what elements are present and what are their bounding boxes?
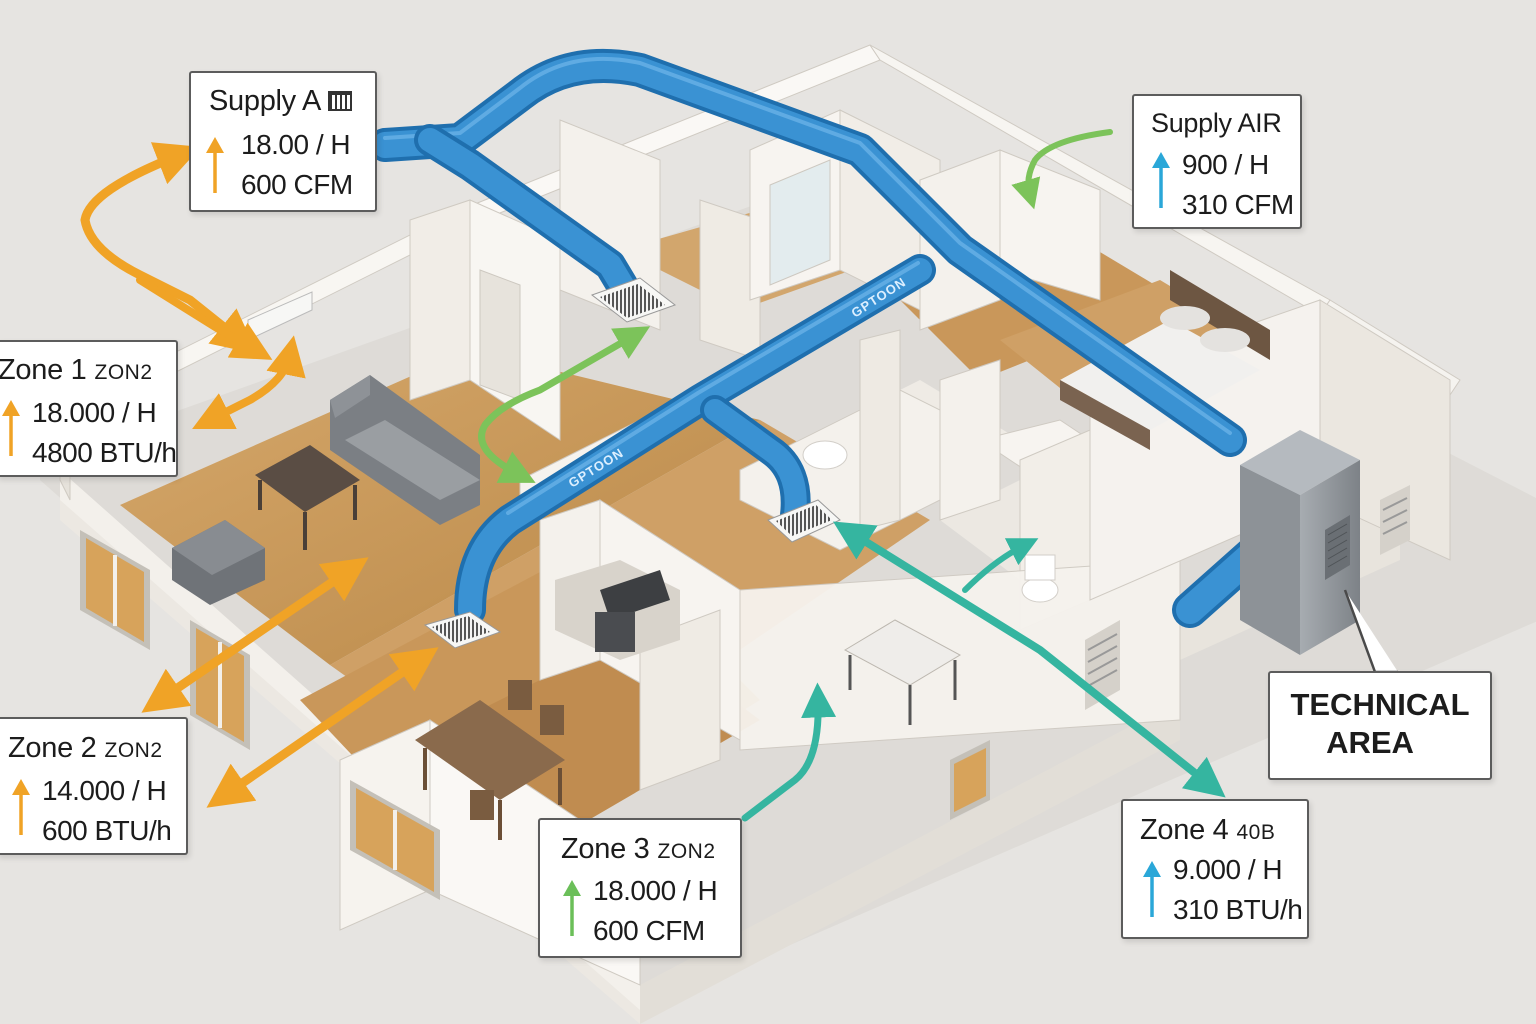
arrow-green-zone3 <box>741 682 837 822</box>
duct-branch-1 <box>414 124 641 306</box>
up-arrow-icon <box>1152 152 1170 208</box>
supply-a-rate: 18.00 / H <box>241 129 351 160</box>
up-arrow-icon <box>12 779 30 835</box>
duct-main-top <box>368 48 1247 457</box>
zone4-title: Zone 4 <box>1140 814 1229 846</box>
supply-air-title: Supply AIR <box>1151 108 1282 138</box>
zone2-callout: Zone 2 ZON2 14.000 / H 600 BTU/h <box>0 717 188 855</box>
zone2-flow: 600 BTU/h <box>42 815 172 846</box>
window-left-1 <box>80 530 150 650</box>
vent-grille-2 <box>767 499 841 543</box>
arrow-green-living <box>478 326 651 483</box>
bathroom-sink <box>802 440 848 470</box>
supply-air-callout: Supply AIR 900 / H 310 CFM <box>1132 94 1302 229</box>
zone4-rate: 9.000 / H <box>1173 854 1283 885</box>
air-handling-unit <box>1240 430 1360 655</box>
zone3-flow: 600 CFM <box>593 915 705 946</box>
zone2-title: Zone 2 <box>8 732 97 764</box>
wall-ac-unit <box>247 291 313 341</box>
zone2-tag: ZON2 <box>104 739 163 762</box>
vent-grilles <box>423 277 841 649</box>
kitchen-counter <box>555 560 680 660</box>
arrow-orange-zone1 <box>192 335 306 429</box>
up-arrow-icon <box>1143 861 1161 917</box>
supply-air-flow: 310 CFM <box>1182 189 1294 220</box>
zone1-callout: Zone 1 ZON2 18.000 / H 4800 BTU/h <box>0 340 178 477</box>
vent-grille-icon <box>327 91 352 111</box>
toilet <box>1021 554 1059 603</box>
supply-a-callout: Supply A 18.00 / H 600 CFM <box>189 71 377 212</box>
supply-a-flow: 600 CFM <box>241 169 353 200</box>
technical-area-line2: AREA <box>1326 725 1414 760</box>
dining-table <box>415 680 565 840</box>
arrow-orange-zone2b <box>206 647 439 808</box>
zone1-title: Zone 1 <box>0 354 87 386</box>
supply-air-rate: 900 / H <box>1182 149 1269 180</box>
arrow-orange-zone2a <box>141 557 369 713</box>
vent-grille-1 <box>590 277 677 323</box>
technical-area-callout: TECHNICAL AREA <box>1268 671 1492 780</box>
zone3-tag: ZON2 <box>657 840 716 863</box>
vent-grille-3 <box>423 611 502 649</box>
zone1-rate: 18.000 / H <box>32 397 157 428</box>
up-arrow-icon <box>206 137 224 193</box>
technical-area-line1: TECHNICAL <box>1290 687 1470 722</box>
arrow-teal-zone4 <box>833 521 1226 798</box>
zone4-flow: 310 BTU/h <box>1173 894 1303 925</box>
coffee-table <box>255 445 360 550</box>
zone3-callout: Zone 3 ZON2 18.000 / H 600 CFM <box>538 818 742 958</box>
zone1-tag: ZON2 <box>94 361 153 384</box>
window-front <box>350 780 440 900</box>
zone4-callout: Zone 4 40B 9.000 / H 310 BTU/h <box>1121 799 1309 939</box>
zone3-title: Zone 3 <box>561 833 650 865</box>
duct-branch-2 <box>700 395 811 530</box>
arrow-green-supply-air <box>1011 129 1113 210</box>
zone3-rate: 18.000 / H <box>593 875 718 906</box>
sofa <box>330 375 480 525</box>
zone2-rate: 14.000 / H <box>42 775 167 806</box>
supply-a-title: Supply A <box>209 85 322 117</box>
airflow-arrows <box>80 129 1226 822</box>
up-arrow-icon <box>2 400 20 456</box>
window-tech-vent <box>1380 485 1410 555</box>
zone4-tag: 40B <box>1236 821 1276 844</box>
zone1-flow: 4800 BTU/h <box>32 437 177 468</box>
up-arrow-icon <box>563 880 581 936</box>
